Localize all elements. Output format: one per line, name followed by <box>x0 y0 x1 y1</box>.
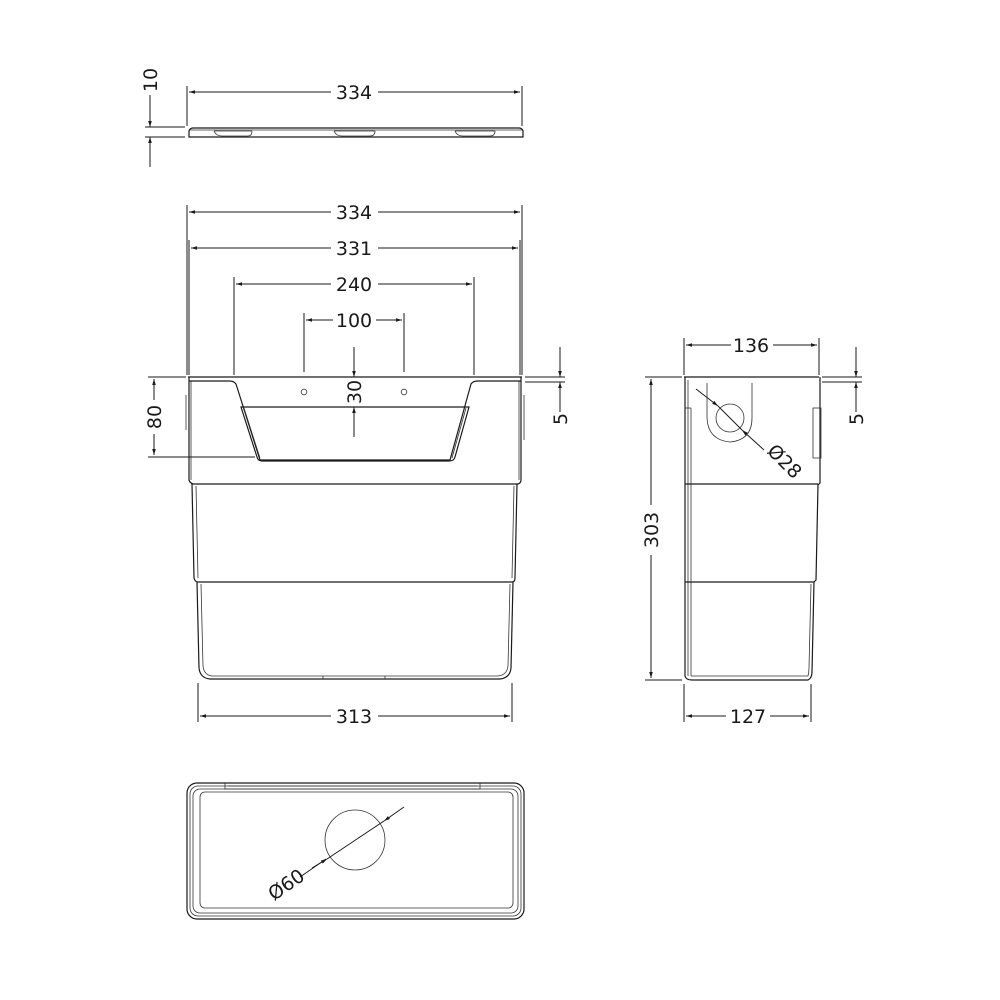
top-view <box>186 782 525 920</box>
lid-width-label: 334 <box>336 82 372 104</box>
front-overall-width-label: 334 <box>336 202 372 224</box>
front-hole-spacing-label: 100 <box>336 310 372 332</box>
top-hole-diameter-label: Ø60 <box>264 865 309 905</box>
front-view <box>148 205 565 722</box>
front-inner-width-label: 331 <box>336 238 372 260</box>
lid-thickness-label: 10 <box>140 68 162 92</box>
front-hole-offset-label: 30 <box>344 380 366 404</box>
side-top-depth-label: 136 <box>733 335 769 357</box>
side-pipe-diameter-label: Ø28 <box>763 440 806 483</box>
side-bottom-depth-label: 127 <box>730 706 766 728</box>
lid-side-view <box>145 86 524 167</box>
side-height-label: 303 <box>641 512 663 548</box>
front-bottom-width-label: 313 <box>336 706 372 728</box>
side-view <box>645 338 862 722</box>
front-opening-depth-label: 80 <box>144 405 166 429</box>
front-opening-width-label: 240 <box>336 274 372 296</box>
side-rim-label: 5 <box>846 413 868 425</box>
front-rim-label: 5 <box>550 413 572 425</box>
